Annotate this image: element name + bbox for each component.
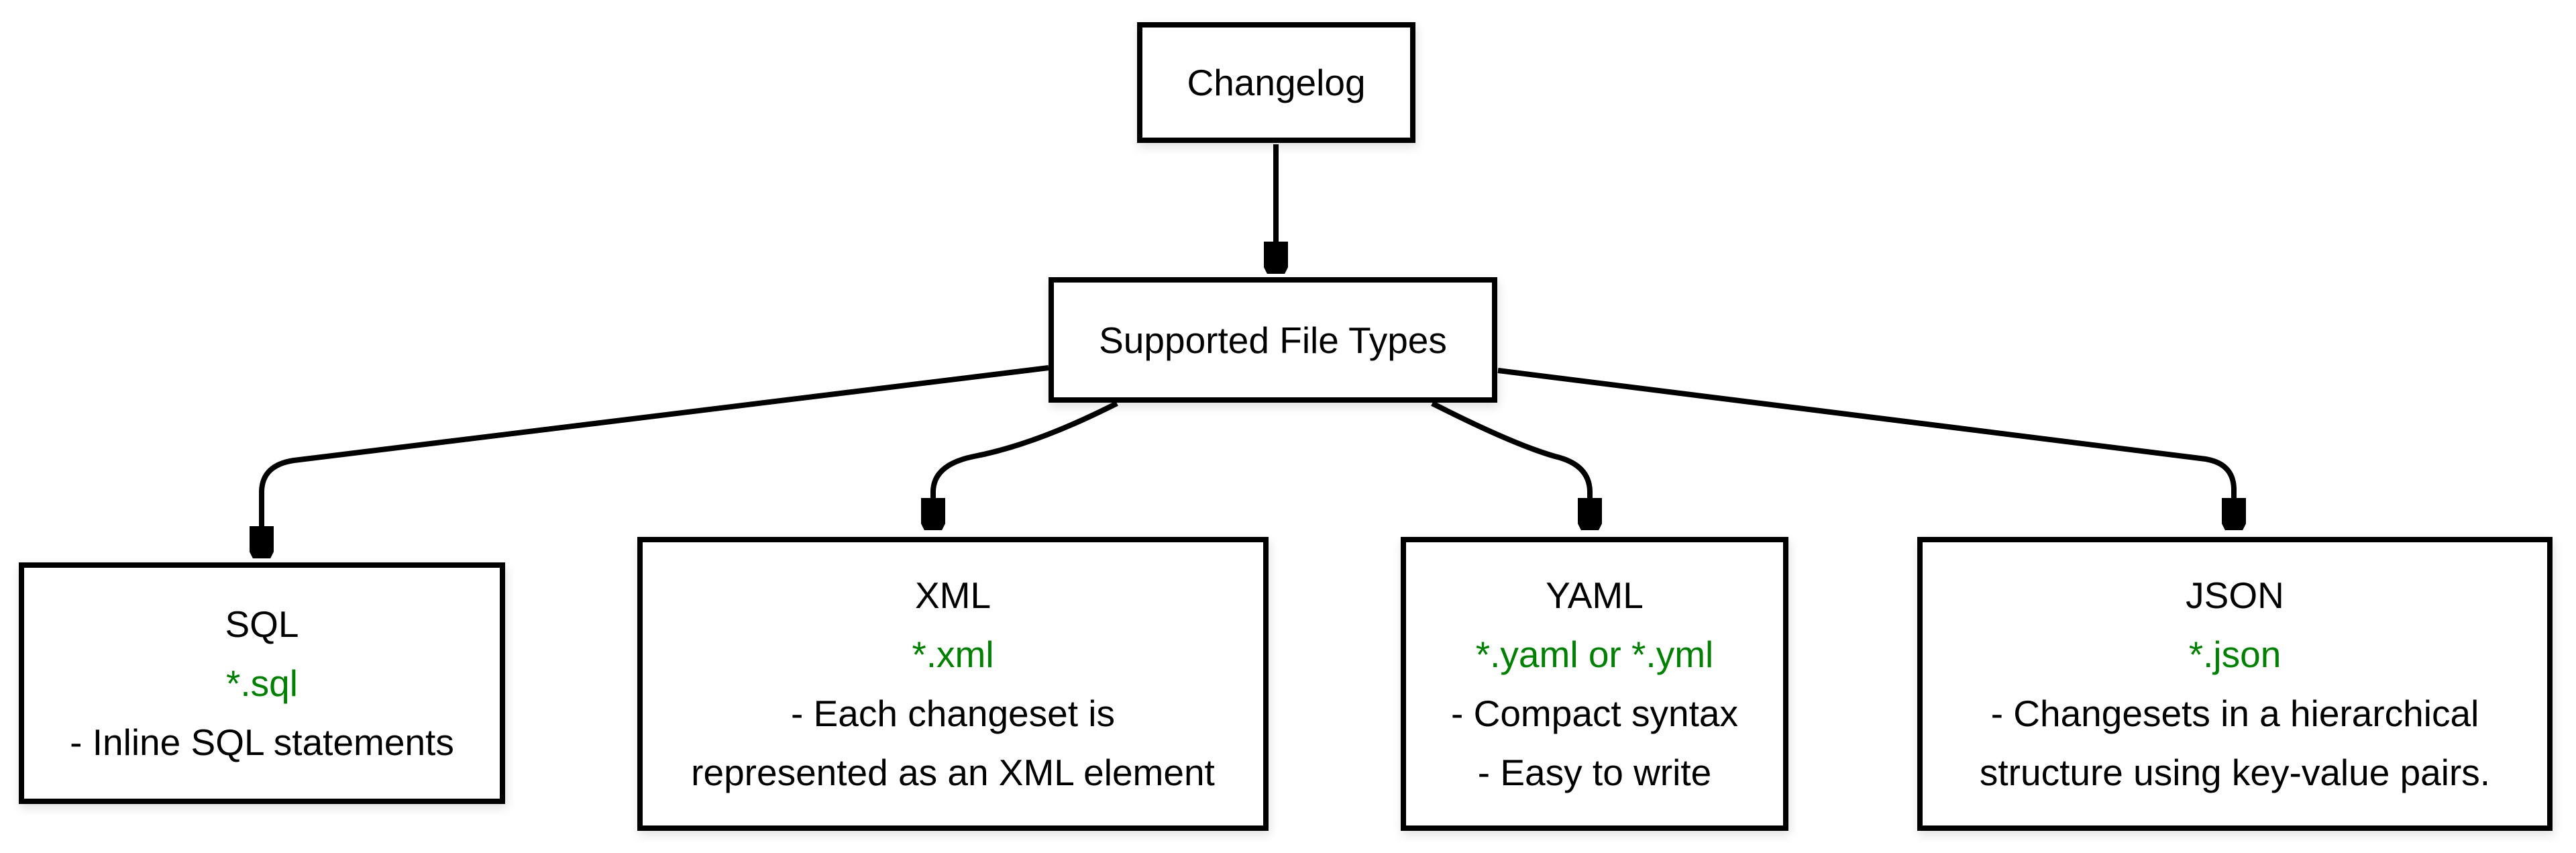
edge-supported-file-types-to-yaml — [1431, 401, 1590, 502]
edge-supported-file-types-to-sql — [262, 365, 1049, 530]
xml-extension: *.xml — [912, 634, 994, 675]
sql-extension: *.sql — [226, 662, 298, 704]
yaml-title: YAML — [1546, 574, 1644, 616]
sql-description-line: - Inline SQL statements — [70, 721, 454, 763]
yaml-description-line: - Easy to write — [1477, 752, 1712, 793]
node-xml: XML *.xml - Each changeset is represente… — [637, 537, 1269, 831]
json-title: JSON — [2186, 574, 2284, 616]
node-yaml: YAML *.yaml or *.yml - Compact syntax - … — [1401, 537, 1788, 831]
node-supported-file-types: Supported File Types — [1049, 277, 1497, 403]
edge-supported-file-types-to-xml — [933, 401, 1118, 502]
node-json: JSON *.json - Changesets in a hierarchic… — [1917, 537, 2553, 831]
xml-description-line: represented as an XML element — [691, 752, 1215, 793]
edge-supported-file-types-to-json — [1497, 368, 2234, 502]
json-description-line: structure using key-value pairs. — [1979, 752, 2491, 793]
node-sql: SQL *.sql - Inline SQL statements — [19, 562, 505, 804]
xml-description-line: - Each changeset is — [790, 693, 1116, 734]
yaml-description-line: - Compact syntax — [1451, 693, 1738, 734]
xml-title: XML — [914, 574, 991, 616]
yaml-extension: *.yaml or *.yml — [1475, 634, 1714, 675]
sql-title: SQL — [225, 603, 299, 645]
node-supported-file-types-label: Supported File Types — [1099, 319, 1447, 361]
node-changelog-label: Changelog — [1187, 62, 1366, 103]
json-extension: *.json — [2188, 634, 2282, 675]
json-description-line: - Changesets in a hierarchical — [1990, 693, 2479, 734]
node-changelog: Changelog — [1137, 22, 1415, 143]
